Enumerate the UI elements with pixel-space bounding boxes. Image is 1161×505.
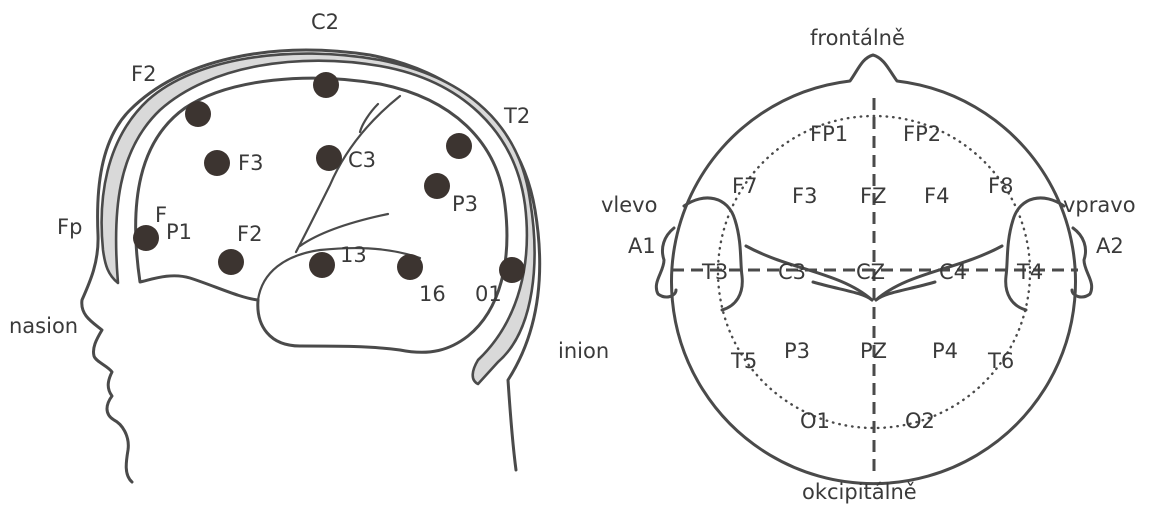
label-t5: T5 (730, 349, 757, 373)
label-f7: F7 (732, 174, 757, 198)
electrode-f2-low (218, 249, 244, 275)
label-inion: inion (558, 339, 609, 363)
label-f4: F4 (924, 184, 949, 208)
temporal-fissure (258, 248, 420, 300)
label-t3: T3 (701, 260, 728, 284)
label-t2: T2 (503, 104, 530, 128)
electrode-13 (309, 252, 335, 278)
label-t4: T4 (1016, 260, 1043, 284)
label-fp1: FP1 (810, 122, 848, 146)
label-p1: P1 (166, 220, 192, 244)
electrode-p3 (424, 173, 450, 199)
electrode-t2 (446, 133, 472, 159)
label-p3: P3 (452, 192, 478, 216)
label-16: 16 (419, 282, 446, 306)
electrode-p1 (133, 225, 159, 251)
label-a1: A1 (628, 234, 656, 258)
label-f8: F8 (988, 174, 1013, 198)
label-left: vlevo (601, 193, 657, 217)
left-temporal-curve (684, 198, 742, 310)
label-fp2: FP2 (903, 122, 941, 146)
label-fp: Fp (57, 215, 82, 239)
label-o1: O1 (800, 409, 830, 433)
label-t6: T6 (987, 349, 1014, 373)
label-right: vpravo (1063, 193, 1136, 217)
electrode-c3 (316, 145, 342, 171)
right-temporal-curve (1006, 198, 1064, 310)
label-p3: P3 (784, 339, 810, 363)
label-f2-top: F2 (131, 62, 156, 86)
label-c4: C4 (939, 260, 967, 284)
electrode-01 (499, 257, 525, 283)
label-cz: CZ (856, 260, 885, 284)
label-occipital: okcipitálně (802, 480, 917, 504)
label-frontal: frontálně (810, 26, 905, 50)
label-p4: P4 (932, 339, 958, 363)
electrode-f3 (204, 150, 230, 176)
label-13: 13 (340, 243, 367, 267)
side-view: C2 F2 T2 Fp F P1 F3 C3 P3 F2 13 16 01 na… (9, 10, 609, 482)
label-fz: FZ (860, 184, 886, 208)
lower-right-arc (876, 282, 935, 300)
electrode-16 (397, 254, 423, 280)
label-f3: F3 (792, 184, 817, 208)
electrode-c2 (313, 72, 339, 98)
lower-left-arc (813, 282, 872, 300)
electrode-f2-top (185, 101, 211, 127)
label-f2-low: F2 (237, 222, 262, 246)
label-o2: O2 (905, 409, 935, 433)
label-01: 01 (475, 282, 502, 306)
label-c2: C2 (311, 10, 339, 34)
label-f3: F3 (238, 151, 263, 175)
top-view: frontálně okcipitálně vlevo vpravo A1 A2… (601, 26, 1136, 504)
label-c3: C3 (778, 260, 806, 284)
label-nasion: nasion (9, 314, 78, 338)
central-sulcus (296, 96, 400, 252)
label-pz: PZ (860, 339, 887, 363)
label-a2: A2 (1096, 234, 1124, 258)
label-c3: C3 (348, 148, 376, 172)
